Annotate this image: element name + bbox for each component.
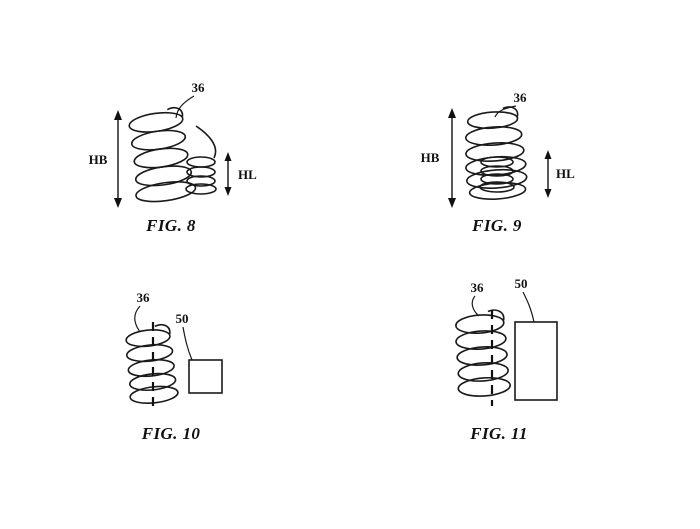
ref-50-leader [182,326,193,361]
fig10-drawing: 36 50 [125,290,223,410]
hb-label: HB [89,152,108,167]
hl-label: HL [556,166,575,181]
hl-dimension-arrow [224,152,232,196]
hl-dimension-arrow [544,150,552,198]
ref-50-label: 50 [176,311,189,326]
fig8-drawing: HB HL 36 [89,80,257,208]
fig11-drawing: 36 50 [455,276,558,406]
figure-caption: FIG. 10 [141,424,201,443]
figure-caption: FIG. 8 [146,216,196,235]
coil [455,309,511,397]
ref-36-leader [494,105,517,118]
ref-36-leader [134,305,141,333]
hb-dimension-arrow [448,108,456,208]
ref-36-label: 36 [514,90,528,105]
block-rectangle [514,321,558,401]
hl-label: HL [238,167,257,182]
coil [125,323,179,404]
ref-50-label: 50 [515,276,528,291]
ref-36-label: 36 [471,280,485,295]
hb-label: HB [421,150,440,165]
ref-36-leader [175,95,195,119]
hb-dimension-arrow [114,110,122,208]
coil-large [128,107,197,203]
ref-50-leader [522,291,535,323]
coil-small [185,125,217,195]
fig9-drawing: HB HL 36 [421,90,575,208]
block-square [188,359,223,394]
ref-36-label: 36 [137,290,151,305]
figure-caption: FIG. 11 [470,424,528,443]
coil-small-nested [479,156,515,193]
figure-caption: FIG. 9 [472,216,522,235]
ref-36-label: 36 [192,80,206,95]
ref-36-leader [471,295,480,317]
coil-large [465,106,528,200]
